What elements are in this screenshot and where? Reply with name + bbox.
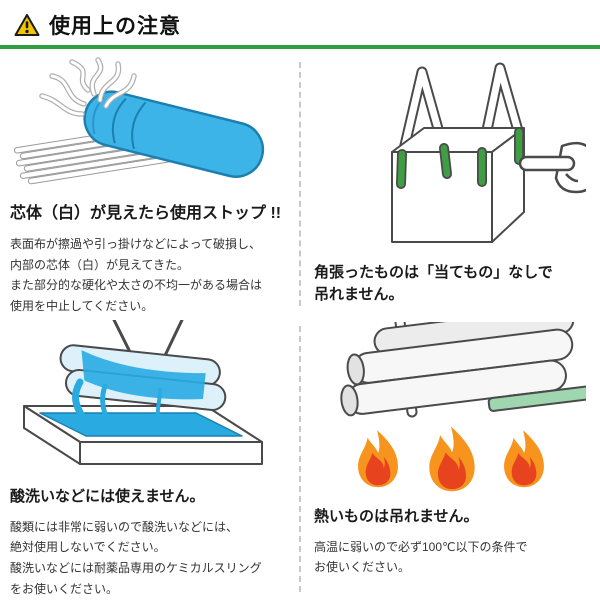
section-heat: 熱いものは吊れません。 高温に弱いので必ず100℃以下の条件で お使いください。 — [314, 322, 592, 578]
green-strap-bands — [396, 127, 524, 189]
acid-bath — [23, 405, 263, 465]
section-sharp-edges: 角張ったものは「当てもの」なしで 吊れません。 — [314, 56, 592, 306]
warning-triangle-icon — [14, 14, 40, 36]
section-core-exposed: 芯体（白）が見えたら使用ストップ !! 表面布が擦過や引っ掛けなどによって破損し… — [10, 56, 292, 317]
acid-bath-illustration — [23, 320, 263, 465]
heat-body: 高温に弱いので必ず100℃以下の条件で お使いください。 — [314, 539, 528, 575]
heat-heading: 熱いものは吊れません。 — [314, 508, 479, 525]
hot-load-illustration — [340, 322, 586, 492]
sharp-edges-heading: 角張ったものは「当てもの」なしで 吊れません。 — [314, 264, 553, 303]
section-acid: 酸洗いなどには使えません。 酸類には非常に弱いので酸洗いなどには、 絶対使用しな… — [10, 320, 292, 599]
divider-bottom — [299, 326, 301, 592]
green-accent-bar — [0, 45, 600, 49]
acid-heading: 酸洗いなどには使えません。 — [10, 488, 205, 505]
core-exposed-heading: 芯体（白）が見えたら使用ストップ !! — [10, 205, 282, 222]
acid-body: 酸類には非常に弱いので酸洗いなどには、 絶対使用しないでください。 酸洗いなどに… — [10, 519, 262, 596]
green-sling-band — [487, 384, 586, 412]
liquid-streams — [72, 378, 162, 421]
sharp-load-illustration — [391, 62, 586, 243]
exposed-core-illustration — [13, 57, 265, 185]
flames — [358, 426, 544, 492]
page-header: 使用上の注意 — [14, 10, 181, 40]
lifting-straps — [396, 62, 525, 164]
splash-drop — [91, 417, 97, 423]
page-title: 使用上の注意 — [49, 15, 181, 38]
dipped-rolls — [59, 344, 227, 411]
frayed-fibers — [39, 57, 137, 117]
blue-sleeve — [83, 90, 265, 178]
pipe-bundle — [340, 322, 586, 417]
divider-top — [299, 62, 301, 306]
pointing-hand-icon — [518, 141, 586, 194]
square-load — [391, 127, 525, 243]
core-exposed-body: 表面布が擦過や引っ掛けなどによって破損し、 内部の芯体（白）が見えてきた。 また… — [10, 237, 263, 314]
